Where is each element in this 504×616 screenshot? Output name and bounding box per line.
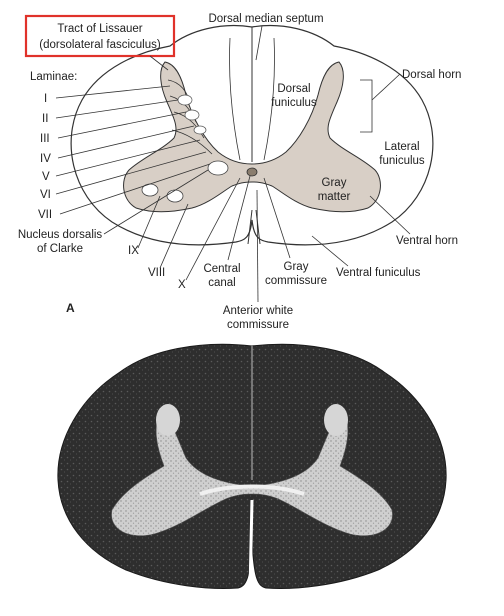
schematic-cross-section: Tract of Lissauer (dorsolateral fascicul…: [18, 13, 462, 331]
lamina-III-leader: [57, 111, 187, 139]
lamina-IX: IX: [128, 245, 139, 257]
gray-matter-label-line2: matter: [318, 191, 351, 203]
dorsal-median-septum-label: Dorsal median septum: [208, 13, 323, 25]
central-canal-leader: [227, 175, 251, 261]
micrograph-dorsal-horn-right: [324, 404, 348, 436]
anterior-white-commissure-label-line1: Anterior white: [223, 305, 293, 317]
dorsal-funiculus-label-line1: Dorsal: [277, 83, 310, 95]
lamina-band-left-4: [171, 129, 213, 155]
lamina-X: X: [178, 279, 186, 291]
nucleus-dorsalis-leader: [103, 169, 209, 235]
micrograph-ventral-fissure: [248, 499, 254, 591]
dorsal-median-septum-leader: [255, 25, 263, 61]
gray-commissure-leader: [263, 177, 291, 259]
lamina-V: V: [42, 171, 50, 183]
lamina-VI: VI: [40, 189, 51, 201]
micrograph-commissure: [199, 484, 305, 496]
lateral-funiculus-label-line2: funiculus: [379, 155, 425, 167]
gray-commissure-label-line1: Gray: [284, 261, 309, 273]
gelatinosa-left-1: [177, 94, 193, 106]
dorsal-horn-bracket: [360, 79, 373, 133]
dorsal-horn-leader: [371, 73, 401, 101]
lissauer-leader: [149, 55, 169, 71]
lamina-VIII: VIII: [148, 267, 165, 279]
lamina-III: III: [40, 133, 50, 145]
lamina-II-leader: [55, 99, 179, 119]
dorsal-septum-right: [263, 37, 275, 161]
lamina-VI-leader: [55, 151, 207, 195]
ventral-horn-label: Ventral horn: [396, 235, 458, 247]
ventral-funiculus-label: Ventral funiculus: [336, 267, 421, 279]
lamina-VII-leader: [59, 163, 211, 215]
dorsal-funiculus-label-line2: funiculus: [271, 97, 317, 109]
lissauer-highlight-box: [24, 14, 176, 58]
lamina-VIII-leader: [159, 203, 189, 269]
ventral-horn-leader: [369, 195, 411, 235]
lissauer-label-line1: Tract of Lissauer: [57, 23, 142, 35]
clarke-nucleus: [207, 160, 229, 176]
gray-matter-region: [123, 61, 381, 213]
lamina-VII: VII: [38, 209, 52, 221]
motor-pool-left-2: [166, 189, 184, 203]
lamina-IX-leader: [137, 195, 161, 249]
central-canal-label-line2: canal: [208, 277, 236, 289]
micrograph-cross-section: [57, 343, 447, 591]
lamina-I-leader: [55, 85, 171, 99]
lamina-II: II: [42, 113, 48, 125]
central-canal-label-line1: Central: [203, 263, 240, 275]
gelatinosa-left-3: [193, 125, 207, 135]
anterior-white-commissure-label-line2: commissure: [227, 319, 289, 331]
central-canal: [246, 167, 258, 177]
anterior-white-commissure-leader: [256, 189, 259, 303]
gray-commissure-label-line2: commissure: [265, 275, 327, 287]
nucleus-dorsalis-label-line1: Nucleus dorsalis: [18, 229, 103, 241]
ventral-median-fissure: [247, 209, 261, 245]
laminae-heading: Laminae:: [30, 71, 77, 83]
lamina-IV: IV: [40, 153, 51, 165]
panel-letter: A: [66, 301, 75, 315]
micrograph-gray-matter: [111, 409, 393, 536]
lamina-X-leader: [185, 177, 241, 281]
lamina-V-leader: [55, 139, 201, 177]
gray-matter-label-line1: Gray: [322, 177, 347, 189]
nucleus-dorsalis-label-line2: of Clarke: [37, 243, 83, 255]
lissauer-label-line2: (dorsolateral fasciculus): [39, 39, 161, 51]
lamina-band-left-3: [173, 111, 205, 139]
ventral-funiculus-leader: [311, 235, 349, 267]
gelatinosa-left-2: [184, 109, 200, 121]
lamina-I: I: [44, 93, 47, 105]
dorsal-septum-left: [229, 37, 241, 161]
micrograph-dorsal-horn-left: [156, 404, 180, 436]
lamina-IV-leader: [57, 125, 195, 159]
lateral-funiculus-label-line1: Lateral: [384, 141, 419, 153]
dorsal-horn-label: Dorsal horn: [402, 69, 461, 81]
